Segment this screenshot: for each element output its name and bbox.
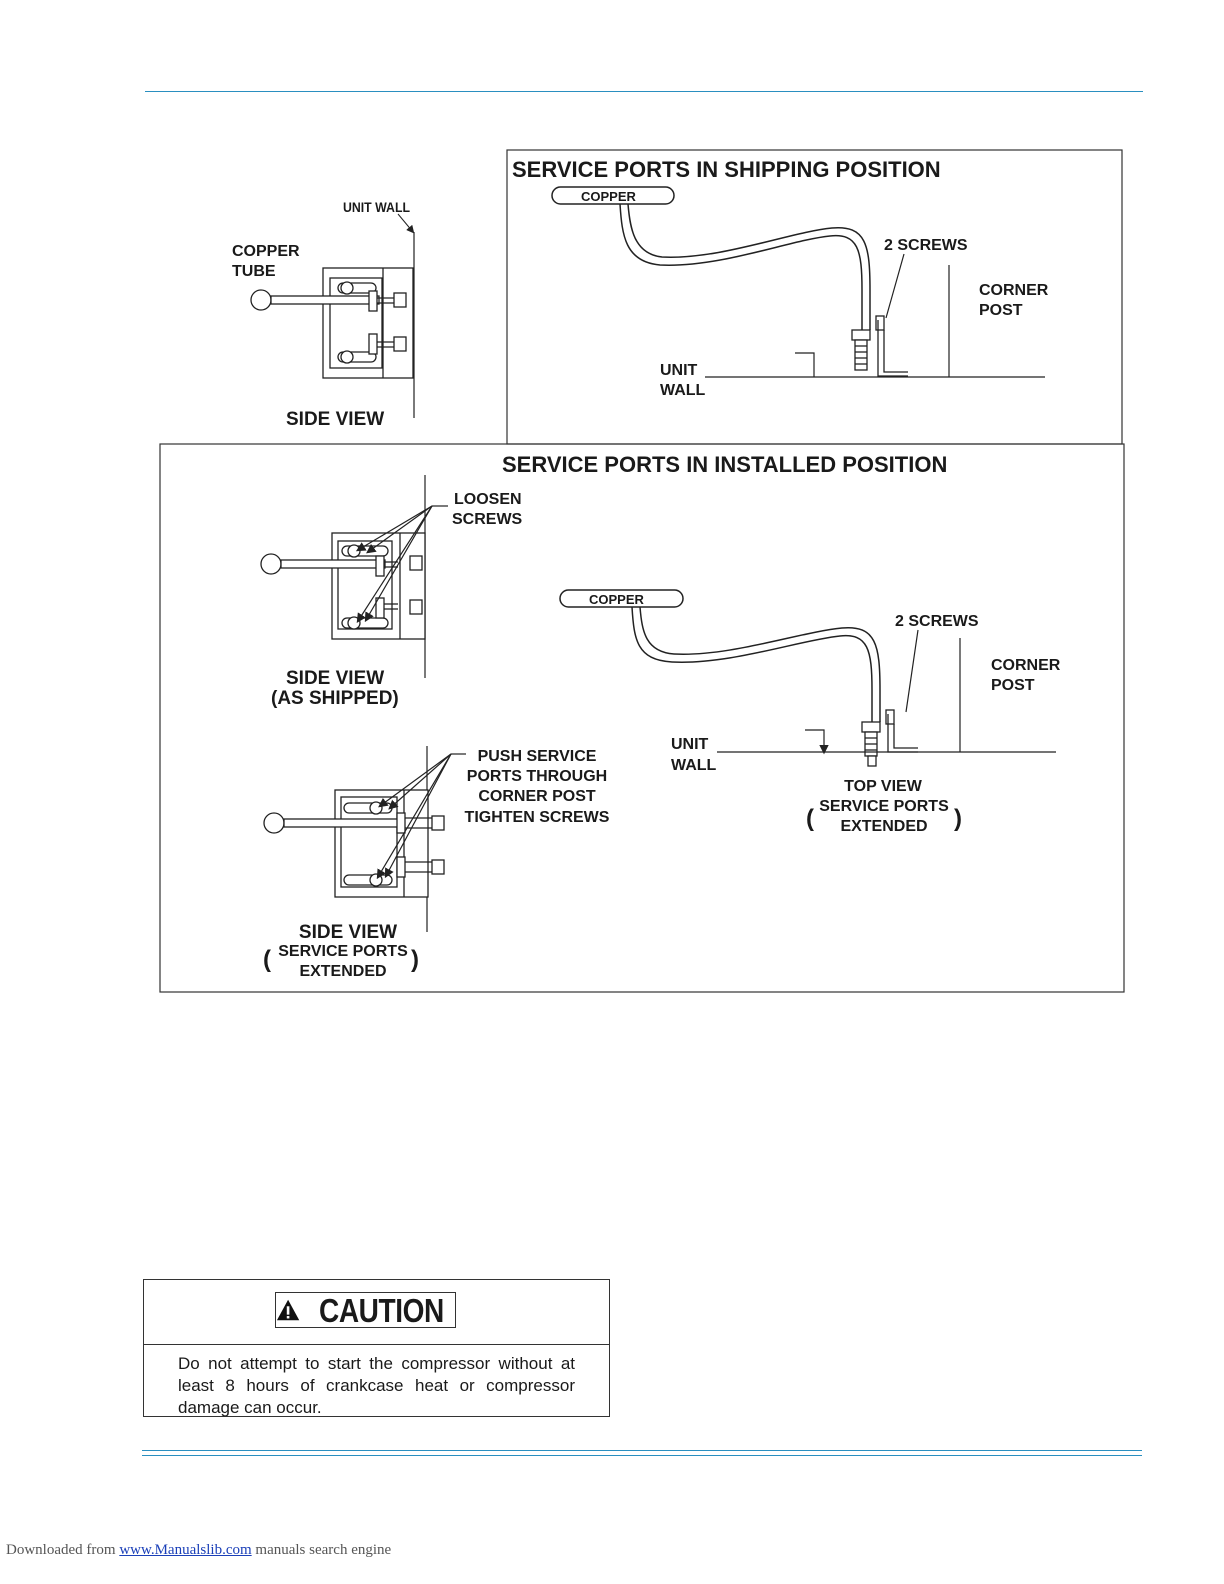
installed-unit-wall-label-1: UNIT (671, 736, 709, 753)
loosen-label-1: LOOSEN (454, 491, 522, 508)
extended-caption-1: SIDE VIEW (299, 922, 397, 943)
installed-title: SERVICE PORTS IN INSTALLED POSITION (502, 452, 947, 477)
top-side-copper-label-2: TUBE (232, 263, 276, 280)
shipping-copper-label: COPPER (581, 189, 637, 204)
footer-suffix: manuals search engine (251, 1542, 392, 1558)
installed-unit-wall-label-2: WALL (671, 757, 717, 774)
caution-box: CAUTION Do not attempt to start the comp… (143, 1279, 610, 1417)
extended-paren-close: ) (411, 946, 419, 973)
footer-prefix: Downloaded from (6, 1542, 120, 1558)
caution-text: Do not attempt to start the compressor w… (178, 1354, 575, 1417)
installed-copper-pipe (559, 589, 881, 722)
top-side-port-assembly (250, 267, 414, 379)
loosen-label-2: SCREWS (452, 511, 523, 528)
push-label-3: CORNER POST (478, 788, 596, 805)
shipping-unit-wall-label-2: WALL (660, 382, 706, 399)
installed-copper-label: COPPER (589, 592, 645, 607)
extended-caption-3: EXTENDED (299, 963, 386, 980)
installed-position-frame (159, 443, 1125, 993)
installed-fitting (861, 709, 918, 767)
shipping-fitting (851, 315, 908, 377)
footer-rule-thick (142, 1450, 1142, 1451)
top-view-caption-3: EXTENDED (840, 818, 927, 835)
push-label-2: PORTS THROUGH (467, 768, 607, 785)
service-ports-diagram: SERVICE PORTS IN SHIPPING POSITION COPPE… (159, 149, 1125, 993)
installed-screws-label: 2 SCREWS (895, 613, 979, 630)
installed-screws-leader (905, 629, 919, 713)
shipped-caption-2: (AS SHIPPED) (271, 688, 399, 709)
footer-rule-thin (142, 1455, 1142, 1456)
shipped-caption-1: SIDE VIEW (286, 668, 384, 689)
top-view-paren-close: ) (954, 805, 962, 832)
shipping-screws-label: 2 SCREWS (884, 237, 968, 254)
warning-triangle-icon (276, 1299, 300, 1321)
header-rule (145, 91, 1143, 92)
caution-word: CAUTION (319, 1291, 444, 1329)
installed-unit-wall-step (805, 729, 829, 755)
manualslib-link[interactable]: www.Manualslib.com (119, 1542, 252, 1558)
top-view-caption-1: TOP VIEW (844, 778, 923, 795)
shipping-unit-wall-label-1: UNIT (660, 362, 698, 379)
installed-corner-post-label-2: POST (991, 677, 1035, 694)
extended-caption-2: SERVICE PORTS (278, 943, 408, 960)
shipping-copper-pipe (551, 186, 871, 330)
shipping-unit-wall-step (795, 352, 815, 377)
extended-paren-open: ( (263, 946, 271, 973)
top-side-unit-wall-leader (397, 213, 415, 234)
shipping-corner-post-label-2: POST (979, 302, 1023, 319)
installed-corner-post-label-1: CORNER (991, 657, 1061, 674)
push-label-4: TIGHTEN SCREWS (465, 809, 610, 826)
download-footer: Downloaded from www.Manualslib.com manua… (6, 1542, 391, 1559)
top-view-paren-open: ( (806, 805, 814, 832)
caution-badge: CAUTION (275, 1292, 456, 1328)
shipping-screws-leader (885, 253, 905, 319)
top-side-copper-label-1: COPPER (232, 243, 300, 260)
caution-header: CAUTION (144, 1280, 609, 1345)
shipping-title: SERVICE PORTS IN SHIPPING POSITION (512, 157, 941, 182)
loosen-screws-arrows (355, 505, 448, 624)
push-service-arrows (376, 753, 466, 880)
top-view-caption-2: SERVICE PORTS (819, 798, 949, 815)
top-side-unit-wall-label: UNIT WALL (343, 199, 410, 215)
extended-port-assembly (263, 789, 445, 898)
shipped-port-assembly (260, 532, 426, 640)
shipping-corner-post-label-1: CORNER (979, 282, 1049, 299)
push-label-1: PUSH SERVICE (478, 748, 597, 765)
top-side-view-caption: SIDE VIEW (286, 409, 384, 430)
